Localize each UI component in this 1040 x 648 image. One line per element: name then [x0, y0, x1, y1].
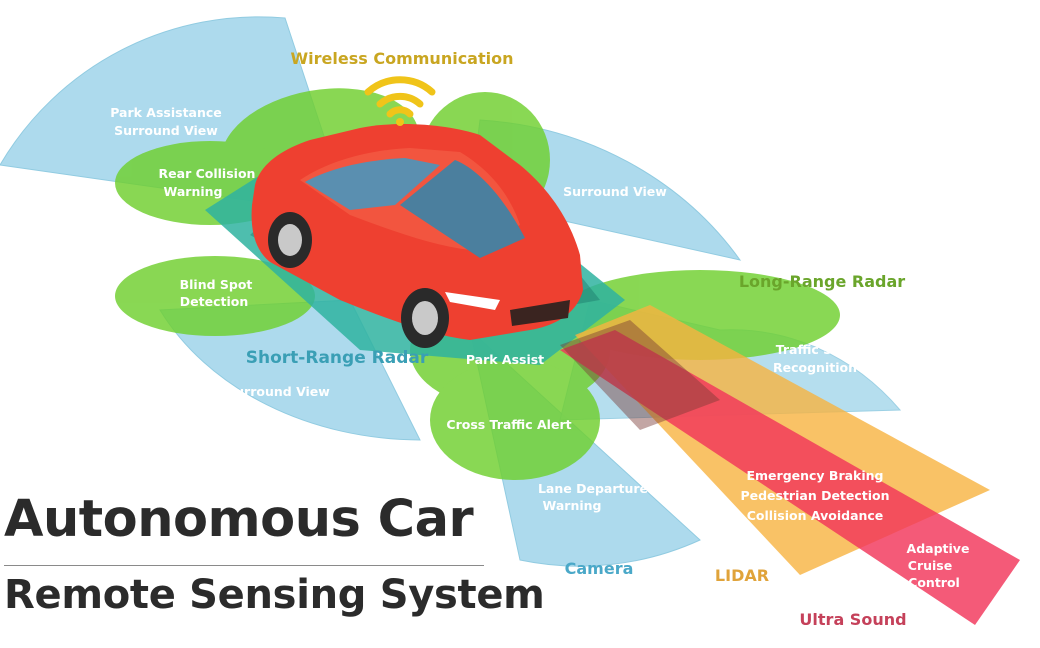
page-title: Autonomous Car	[4, 490, 474, 549]
svg-text:Short-Range Radar: Short-Range Radar	[246, 348, 429, 368]
svg-text:LIDAR: LIDAR	[715, 566, 769, 585]
zone-blind-spot-line2: Detection	[180, 294, 248, 309]
title-divider	[4, 565, 484, 566]
svg-text:Traffic Sign: Traffic Sign	[776, 342, 855, 357]
svg-text:Pedestrian Detection: Pedestrian Detection	[740, 488, 889, 503]
car-side-window	[305, 158, 440, 210]
zone-pedestrian-detection: Pedestrian Detection	[740, 488, 889, 503]
sensor-long-range-label: Long-Range Radar	[739, 272, 905, 291]
car-illustration	[250, 124, 600, 348]
svg-text:Lane Departure: Lane Departure	[538, 481, 648, 496]
zone-surround-view-right: Surround View	[563, 184, 667, 199]
car-hub-rear	[278, 224, 302, 256]
svg-text:Detection: Detection	[180, 294, 248, 309]
svg-text:Adaptive: Adaptive	[907, 541, 970, 556]
svg-text:Camera: Camera	[565, 559, 634, 578]
svg-text:Control: Control	[908, 575, 960, 590]
svg-text:Rear Collision: Rear Collision	[159, 166, 256, 181]
wifi-icon	[364, 76, 436, 126]
svg-text:Warning: Warning	[164, 184, 223, 199]
petal-blind-spot	[115, 256, 315, 336]
zone-park-assist: Park Assist	[466, 352, 544, 367]
zone-adaptive-line3: Control	[908, 575, 960, 590]
svg-text:Emergency Braking: Emergency Braking	[746, 468, 883, 483]
zone-adaptive-line1: Adaptive	[907, 541, 970, 556]
zone-traffic-sign-line2: Recognition	[773, 360, 857, 375]
zone-adaptive-line2: Cruise	[908, 558, 952, 573]
zone-rear-collision-line1: Rear Collision	[159, 166, 256, 181]
svg-text:Park Assist: Park Assist	[466, 352, 544, 367]
sensor-wireless-label: Wireless Communication	[291, 49, 514, 68]
car-hub-front	[412, 301, 438, 335]
zone-park-assistance-line2: Surround View	[114, 123, 218, 138]
zone-blind-spot-line1: Blind Spot	[180, 277, 253, 292]
zone-lane-departure-line1: Lane Departure	[538, 481, 648, 496]
svg-text:Surround View: Surround View	[563, 184, 667, 199]
zone-cross-traffic: Cross Traffic Alert	[446, 417, 571, 432]
svg-text:Blind Spot: Blind Spot	[180, 277, 253, 292]
car-windshield	[400, 160, 525, 258]
car-headlight	[445, 292, 500, 310]
zone-rear-collision-line2: Warning	[164, 184, 223, 199]
sensor-lidar-label: LIDAR	[715, 566, 769, 585]
svg-text:Surround View: Surround View	[226, 384, 330, 399]
svg-text:Cruise: Cruise	[908, 558, 952, 573]
sensor-short-range-label: Short-Range Radar	[246, 348, 429, 368]
zone-collision-avoidance: Collision Avoidance	[747, 508, 884, 523]
sensor-camera-label: Camera	[565, 559, 634, 578]
page-subtitle: Remote Sensing System	[4, 572, 545, 618]
zone-surround-view-left: Surround View	[226, 384, 330, 399]
svg-text:Warning: Warning	[543, 498, 602, 513]
svg-text:Recognition: Recognition	[773, 360, 857, 375]
car-grille	[510, 300, 570, 326]
zone-lane-departure-line2: Warning	[543, 498, 602, 513]
svg-text:Park Assistance: Park Assistance	[110, 105, 222, 120]
zone-traffic-sign-line1: Traffic Sign	[776, 342, 855, 357]
svg-text:Ultra Sound: Ultra Sound	[799, 610, 906, 629]
svg-text:Wireless Communication: Wireless Communication	[291, 49, 514, 68]
ultrasound-beam	[560, 330, 1020, 625]
svg-text:Collision Avoidance: Collision Avoidance	[747, 508, 884, 523]
svg-text:Long-Range Radar: Long-Range Radar	[739, 272, 905, 291]
zone-park-assistance-line1: Park Assistance	[110, 105, 222, 120]
sensor-ultra-sound-label: Ultra Sound	[799, 610, 906, 629]
zone-emergency-braking: Emergency Braking	[746, 468, 883, 483]
beam-shadow	[560, 320, 720, 430]
petal-cross-traffic	[430, 360, 600, 480]
svg-text:Cross Traffic Alert: Cross Traffic Alert	[446, 417, 571, 432]
svg-text:Surround View: Surround View	[114, 123, 218, 138]
